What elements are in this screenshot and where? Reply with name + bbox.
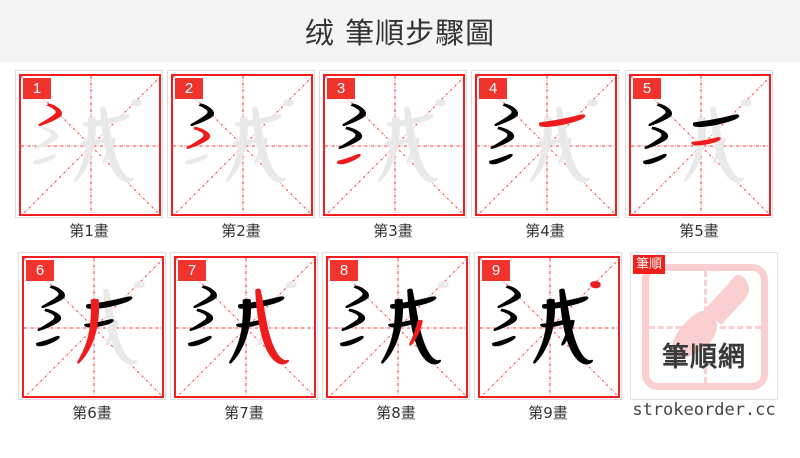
mizi-grid: 5 (629, 74, 771, 216)
site-url[interactable]: strokeorder.cc (632, 400, 776, 420)
completed-strokes (340, 285, 441, 365)
page-title: 绒 筆順步驟圖 (304, 16, 496, 50)
completed-strokes (190, 103, 215, 126)
stroke-grid-box: 4 (471, 70, 619, 218)
character-glyph (24, 258, 162, 396)
stroke-caption: 第1畫 (69, 222, 109, 240)
completed-strokes (643, 103, 740, 165)
character-glyph (176, 258, 314, 396)
stroke-number-badge: 5 (633, 78, 661, 99)
ghost-character (33, 99, 142, 183)
stroke-grid-box: 9 (474, 252, 622, 400)
stroke-number-badge: 1 (23, 78, 51, 99)
page-header: 绒 筆順步驟圖 (0, 0, 800, 62)
mizi-grid: 6 (22, 256, 164, 398)
stroke-grid-box: 2 (167, 70, 315, 218)
mizi-grid: 8 (326, 256, 468, 398)
character-glyph (173, 76, 311, 214)
completed-strokes (492, 285, 593, 365)
stroke-grid-box: 8 (322, 252, 470, 400)
stroke-grid-box: 3 (319, 70, 467, 218)
character-glyph (631, 76, 769, 214)
stroke-number-badge: 2 (175, 78, 203, 99)
stroke-grid-box: 1 (15, 70, 163, 218)
mizi-grid: 3 (323, 74, 465, 216)
stroke-caption: 第7畫 (224, 404, 264, 422)
brush-icon (672, 274, 749, 358)
stroke-caption: 第3畫 (373, 222, 413, 240)
mizi-grid: 4 (475, 74, 617, 216)
character-glyph (480, 258, 618, 396)
mizi-grid: 2 (171, 74, 313, 216)
mizi-grid: 1 (19, 74, 161, 216)
current-stroke (77, 298, 100, 364)
current-stroke (691, 137, 721, 146)
current-stroke (38, 103, 63, 126)
logo-badge: 筆順 (633, 255, 666, 274)
current-stroke (590, 281, 601, 289)
character-glyph (21, 76, 159, 214)
stroke-number-badge: 9 (482, 260, 510, 281)
current-stroke (255, 288, 289, 365)
stroke-number-badge: 4 (479, 78, 507, 99)
current-stroke (337, 153, 361, 165)
current-stroke (186, 126, 211, 149)
stroke-grid-box: 7 (170, 252, 318, 400)
stroke-caption: 第6畫 (72, 404, 112, 422)
stroke-caption: 第5畫 (679, 222, 719, 240)
stroke-caption: 第9畫 (528, 404, 568, 422)
stroke-number-badge: 7 (178, 260, 206, 281)
stroke-caption: 第8畫 (376, 404, 416, 422)
stroke-number-badge: 6 (26, 260, 54, 281)
stroke-grid-box: 6 (18, 252, 166, 400)
mizi-grid: 9 (478, 256, 620, 398)
current-stroke (538, 114, 586, 127)
character-glyph (477, 76, 615, 214)
stroke-grid-box: 5 (625, 70, 773, 218)
completed-strokes (489, 103, 519, 165)
logo-frame (642, 264, 768, 390)
completed-strokes (338, 103, 367, 149)
stroke-caption: 第4畫 (525, 222, 565, 240)
character-glyph (328, 258, 466, 396)
stroke-number-badge: 3 (327, 78, 355, 99)
stroke-number-badge: 8 (330, 260, 358, 281)
logo-box: 筆順網 筆順 (630, 252, 778, 400)
stroke-caption: 第2畫 (221, 222, 261, 240)
character-glyph (325, 76, 463, 214)
current-stroke (409, 319, 423, 346)
mizi-grid: 7 (174, 256, 316, 398)
logo-wordmark: 筆順網 (662, 342, 746, 373)
